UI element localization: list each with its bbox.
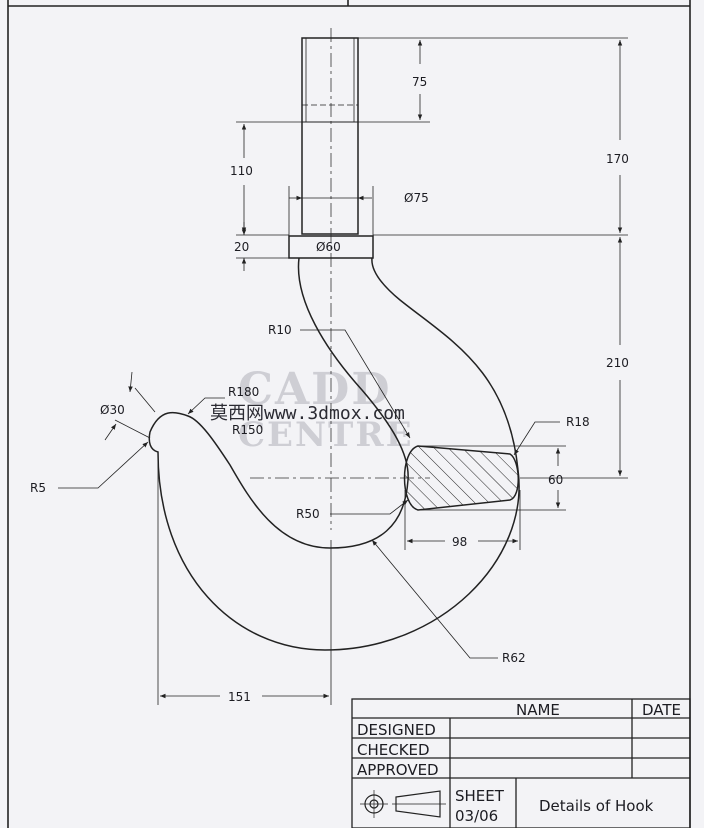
dim-151: 151 [228, 690, 251, 704]
dim-75: 75 [412, 75, 427, 89]
dim-r5: R5 [30, 481, 46, 495]
dim-210: 210 [606, 356, 629, 370]
watermark-site: 莫西网www.3dmox.com [210, 403, 405, 424]
title-block-name-header: NAME [516, 701, 560, 719]
title-block-designed: DESIGNED [357, 721, 436, 739]
projection-symbol-icon [360, 790, 446, 818]
drawing-title: Details of Hook [539, 797, 654, 815]
dim-r150: R150 [232, 423, 263, 437]
center-lines [250, 28, 430, 530]
dim-98: 98 [452, 535, 467, 549]
dim-dia60: Ø60 [316, 240, 341, 254]
dim-r50: R50 [296, 507, 320, 521]
dim-20: 20 [234, 240, 249, 254]
sheet-number: 03/06 [455, 807, 498, 825]
dim-170: 170 [606, 152, 629, 166]
watermark: CADD CENTRE 莫西网www.3dmox.com [210, 364, 414, 455]
dim-r62: R62 [502, 651, 526, 665]
hook-section [403, 445, 519, 511]
hook-shank [288, 37, 374, 259]
dim-dia30: Ø30 [100, 403, 125, 417]
sheet-label: SHEET [455, 787, 505, 805]
dim-r10: R10 [268, 323, 292, 337]
watermark-brand-line1: CADD [238, 364, 391, 415]
dim-dia75: Ø75 [404, 191, 429, 205]
dim-60: 60 [548, 473, 563, 487]
dim-110: 110 [230, 164, 253, 178]
dimension-lines [58, 37, 628, 705]
title-block-checked: CHECKED [357, 741, 430, 759]
title-block: NAME DATE DESIGNED CHECKED APPROVED SHEE… [351, 698, 691, 828]
dimension-labels: 75 170 110 Ø75 20 Ø60 210 R10 R180 R150 … [30, 75, 629, 704]
dim-r18: R18 [566, 415, 590, 429]
sheet-border [7, 0, 691, 828]
dim-r180: R180 [228, 385, 259, 399]
title-block-date-header: DATE [642, 701, 681, 719]
title-block-approved: APPROVED [357, 761, 439, 779]
watermark-brand-line2: CENTRE [238, 415, 414, 455]
